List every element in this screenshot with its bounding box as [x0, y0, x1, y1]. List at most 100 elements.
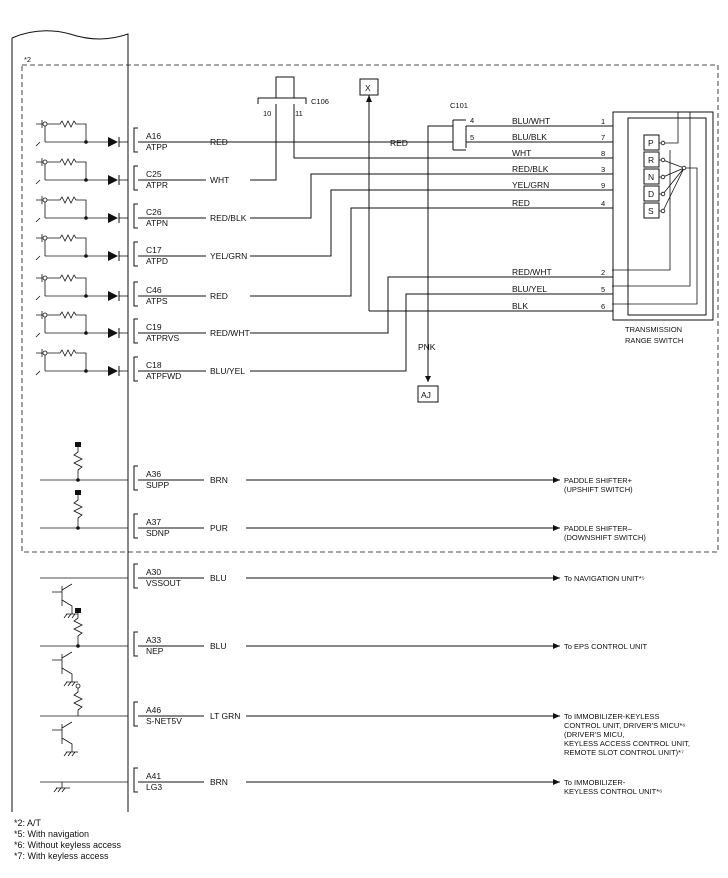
footnote: *2: A/T [14, 818, 42, 828]
c106-label: C106 [311, 97, 329, 106]
ecm-internal-circuits [35, 120, 128, 793]
switch-pin-number: 4 [601, 199, 605, 208]
destination-label: PADDLE SHIFTER+ [564, 476, 633, 485]
switch-wire-color: RED/BLK [512, 164, 549, 174]
connector-x: X [359, 78, 600, 312]
pin-number: A33 [146, 635, 161, 645]
wire-color-label: LT GRN [210, 711, 240, 721]
switch-position-letter: P [648, 138, 654, 148]
switch-pin-number: 7 [601, 133, 605, 142]
signal-name: NEP [146, 646, 164, 656]
switch-position-letter: N [648, 172, 654, 182]
diode-input-circuit [35, 196, 128, 223]
pnk-label: PNK [418, 342, 436, 352]
aj-label: AJ [421, 390, 431, 400]
x-label: X [365, 83, 371, 93]
connector-aj: AJ [417, 385, 439, 403]
pin-number: A41 [146, 771, 161, 781]
diode-input-circuit [35, 311, 128, 338]
destination-label: CONTROL UNIT, DRIVER'S MICU*⁶ [564, 721, 685, 730]
destination-label: To IMMOBILIZER- [564, 778, 626, 787]
wire-color-label: BRN [210, 475, 228, 485]
routing-wires [250, 173, 600, 372]
switch-position-box [643, 202, 660, 219]
signal-name: ATPP [146, 142, 168, 152]
switch-pin-number: 5 [601, 285, 605, 294]
pin-number: C17 [146, 245, 162, 255]
switch-wire-color: RED/WHT [512, 267, 552, 277]
ecm-output-circuit [40, 577, 128, 619]
diode-input-circuit [35, 234, 128, 261]
c101-pin-4: 4 [470, 116, 474, 125]
pin-number: C25 [146, 169, 162, 179]
switch-wire-color: YEL/GRN [512, 180, 549, 190]
destination-label: (UPSHIFT SWITCH) [564, 485, 633, 494]
wire-color-label: RED/BLK [210, 213, 247, 223]
wire-color-label: WHT [210, 175, 229, 185]
switch-name-line2: RANGE SWITCH [625, 336, 683, 345]
at-box-label: *2 [24, 55, 31, 64]
switch-position-box [643, 134, 660, 151]
destination-label: To EPS CONTROL UNIT [564, 642, 647, 651]
destination-label: To IMMOBILIZER-KEYLESS [564, 712, 659, 721]
pin-number: C19 [146, 322, 162, 332]
pin-number: A30 [146, 567, 161, 577]
signal-name: ATPN [146, 218, 168, 228]
switch-name-line1: TRANSMISSION [625, 325, 682, 334]
destination-label: To NAVIGATION UNIT*⁵ [564, 574, 645, 583]
destination-label: KEYLESS ACCESS CONTROL UNIT, [564, 739, 690, 748]
switch-position-box [643, 151, 660, 168]
signal-name: ATPR [146, 180, 168, 190]
signal-name: ATPS [146, 296, 168, 306]
footnotes: *2: A/T *5: With navigation *6: Without … [14, 818, 121, 862]
c101-pin-5: 5 [470, 133, 474, 142]
switch-pin-number: 3 [601, 165, 605, 174]
diode-input-circuit [35, 349, 128, 376]
switch-pin-number: 2 [601, 268, 605, 277]
destination-label: (DRIVER'S MICU, [564, 730, 625, 739]
ecm-output-circuit [40, 442, 128, 482]
connector-c106: C106 10 11 [250, 76, 600, 181]
destination-label: PADDLE SHIFTER– [564, 524, 633, 533]
switch-wire-color: BLK [512, 301, 528, 311]
pin-number: A46 [146, 705, 161, 715]
wire-color-label: YEL/GRN [210, 251, 247, 261]
ecm-output-circuit [40, 608, 128, 687]
pin-number: A36 [146, 469, 161, 479]
diode-input-circuit [35, 120, 128, 147]
destinations: PADDLE SHIFTER+(UPSHIFT SWITCH) PADDLE SH… [564, 476, 690, 796]
switch-wire-color: BLU/YEL [512, 284, 547, 294]
destination-label: KEYLESS CONTROL UNIT*⁶ [564, 787, 662, 796]
signal-name: SDNP [146, 528, 170, 538]
wire-color-label: RED [210, 291, 228, 301]
signal-name: ATPFWD [146, 371, 181, 381]
ecm-output-circuit [40, 781, 128, 793]
pin-number: C26 [146, 207, 162, 217]
footnote: *7: With keyless access [14, 851, 109, 861]
switch-pin-number: 1 [601, 117, 605, 126]
diode-input-circuit [35, 158, 128, 185]
ecm-output-circuit [40, 683, 128, 757]
switch-position-box [643, 185, 660, 202]
switch-wire-color: BLU/BLK [512, 132, 547, 142]
ecm-outline [11, 30, 129, 812]
wire-color-label: BLU [210, 641, 227, 651]
switch-wire-color: BLU/WHT [512, 116, 550, 126]
switch-position-letter: D [648, 189, 654, 199]
switch-position-letter: R [648, 155, 654, 165]
pin-number: C18 [146, 360, 162, 370]
signal-name: SUPP [146, 480, 169, 490]
wire-color-label: PUR [210, 523, 228, 533]
footnote: *6: Without keyless access [14, 840, 122, 850]
wire-color-label: BLU/YEL [210, 366, 245, 376]
ecm-output-circuit [40, 490, 128, 530]
switch-wire-color: RED [512, 198, 530, 208]
signal-name: LG3 [146, 782, 162, 792]
destination-label: REMOTE SLOT CONTROL UNIT)*⁷ [564, 748, 684, 757]
wire-color-label: RED/WHT [210, 328, 250, 338]
pin-number: A16 [146, 131, 161, 141]
